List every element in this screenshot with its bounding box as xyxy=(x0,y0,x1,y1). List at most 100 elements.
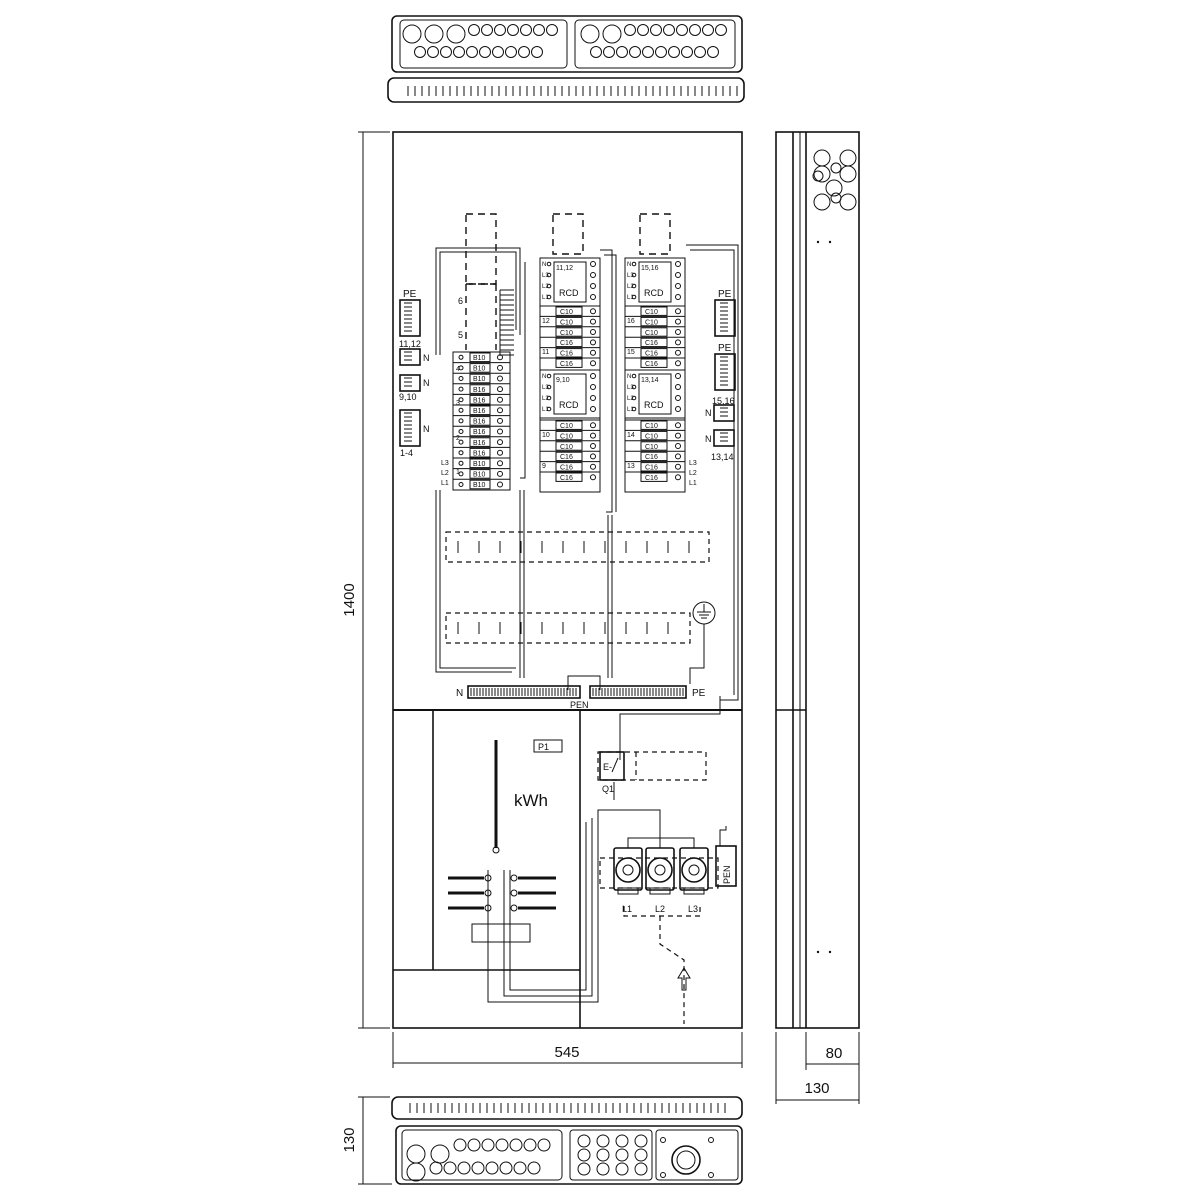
rcd-label: RCD xyxy=(644,288,664,298)
breaker-label: C10 xyxy=(645,423,658,430)
left-n-label-1: N xyxy=(423,353,430,363)
right-pe-label-2: PE xyxy=(718,343,732,354)
rcd-label: RCD xyxy=(559,400,579,410)
row-label-5: 5 xyxy=(458,330,463,340)
breaker-label: C10 xyxy=(645,330,658,337)
pe-busbar-label: PE xyxy=(692,688,706,699)
breaker-label: C16 xyxy=(645,475,658,482)
breaker-label: C10 xyxy=(560,423,573,430)
rcd-phase-label: L2 xyxy=(627,284,634,290)
breaker-label: B10 xyxy=(473,376,486,383)
breaker-label: C16 xyxy=(560,454,573,461)
top-view xyxy=(387,15,745,103)
rcd-phase-label: L3 xyxy=(542,385,549,391)
dimension-lines: 1400 545 80 130 130 xyxy=(341,131,860,1185)
breaker-label: C10 xyxy=(645,433,658,440)
earth-icon xyxy=(692,601,716,625)
width-dimension: 545 xyxy=(554,1044,579,1061)
breaker-label: B16 xyxy=(473,397,486,404)
phase-label: L3 xyxy=(689,460,697,467)
right-terminal-15-16: 15,16 xyxy=(712,396,735,406)
fuse-l1-label: L1 xyxy=(622,904,632,914)
circuit-number: 14 xyxy=(627,432,635,439)
breaker-label: C16 xyxy=(560,340,573,347)
breaker-label: C16 xyxy=(645,465,658,472)
left-pe-label: PE xyxy=(403,289,417,300)
row-number: 2 xyxy=(456,435,460,442)
rcd-phase-label: L3 xyxy=(627,385,634,391)
breaker-column-2: 11,12RCDNL3L2L1C10C10C10C16C16C1612119,1… xyxy=(539,257,601,493)
left-n-label-3: N xyxy=(423,424,430,434)
breaker-label: B10 xyxy=(473,461,486,468)
rcd-phase-label: L2 xyxy=(542,284,549,290)
row-number: 1 xyxy=(456,469,460,476)
breaker-label: B10 xyxy=(473,355,486,362)
switch-symbol: E- xyxy=(603,762,612,772)
right-terminal-13-14: 13,14 xyxy=(711,452,734,462)
fuse-pen-label: PEN xyxy=(722,865,732,884)
phase-label: L2 xyxy=(441,470,449,477)
side-outer-dimension: 130 xyxy=(804,1080,829,1097)
rcd-phase-label: L2 xyxy=(627,396,634,402)
breaker-label: C10 xyxy=(645,319,658,326)
circuit-number: 13 xyxy=(627,463,635,470)
rcd-circuit-label: 9,10 xyxy=(556,377,570,384)
bottom-view xyxy=(391,1096,743,1185)
row-number: 4 xyxy=(456,366,460,373)
breaker-label: C16 xyxy=(560,465,573,472)
rcd-phase-label: L3 xyxy=(627,273,634,279)
rcd-phase-label: N xyxy=(542,262,546,268)
left-n-label-2: N xyxy=(423,378,430,388)
circuit-number: 10 xyxy=(542,432,550,439)
fuse-l2-label: L2 xyxy=(655,904,665,914)
right-n-label-2: N xyxy=(705,434,712,444)
breaker-label: B16 xyxy=(473,440,486,447)
pen-busbar-label: PEN xyxy=(570,700,589,710)
breaker-label: C10 xyxy=(645,309,658,316)
fuse-l3-label: L3 xyxy=(688,904,698,914)
rcd-phase-label: L3 xyxy=(542,273,549,279)
side-inner-dimension: 80 xyxy=(826,1045,843,1062)
rcd-phase-label: L1 xyxy=(542,295,549,301)
breaker-label: C16 xyxy=(645,454,658,461)
left-terminal-11-12: 11,12 xyxy=(399,339,421,349)
breaker-label: C16 xyxy=(560,475,573,482)
q1-label: Q1 xyxy=(602,784,614,794)
breaker-label: B16 xyxy=(473,450,486,457)
breaker-label: C10 xyxy=(560,309,573,316)
breaker-label: C16 xyxy=(645,361,658,368)
breaker-label: C16 xyxy=(560,361,573,368)
right-n-label-1: N xyxy=(705,408,712,418)
meter-kwh-label: kWh xyxy=(514,791,548,810)
height-dimension: 1400 xyxy=(341,583,358,616)
circuit-number: 16 xyxy=(627,318,635,325)
breaker-column-1: 6 5 B10B10B10B16B16B16B16B16B16B16B10B10… xyxy=(441,296,511,491)
breaker-label: C10 xyxy=(560,433,573,440)
n-busbar-label: N xyxy=(456,688,463,699)
bottom-depth-dimension: 130 xyxy=(341,1127,358,1152)
circuit-number: 12 xyxy=(542,318,550,325)
rcd-label: RCD xyxy=(644,400,664,410)
breaker-label: B16 xyxy=(473,387,486,394)
main-switch: E- Q1 xyxy=(597,751,707,800)
rcd-phase-label: N xyxy=(542,374,546,380)
main-fuses: PEN L1 L2 L3 xyxy=(599,826,737,1024)
phase-label: L3 xyxy=(441,460,449,467)
breaker-label: B16 xyxy=(473,408,486,415)
left-terminals: PE 11,12 N N 9,10 N 1-4 xyxy=(399,289,430,458)
bus-bars: N PE PEN xyxy=(456,685,706,710)
circuit-number: 9 xyxy=(542,463,546,470)
breaker-label: C10 xyxy=(560,444,573,451)
breaker-label: C16 xyxy=(645,340,658,347)
meter-p1-label: P1 xyxy=(538,742,549,752)
breaker-label: C16 xyxy=(560,351,573,358)
right-pe-label-1: PE xyxy=(718,289,732,300)
row-label-6: 6 xyxy=(458,296,463,306)
breaker-label: C10 xyxy=(560,319,573,326)
circuit-number: 11 xyxy=(542,349,549,356)
rcd-label: RCD xyxy=(559,288,579,298)
row-number: 3 xyxy=(456,400,460,407)
left-terminal-9-10: 9,10 xyxy=(399,392,417,402)
phase-label: L2 xyxy=(689,470,697,477)
